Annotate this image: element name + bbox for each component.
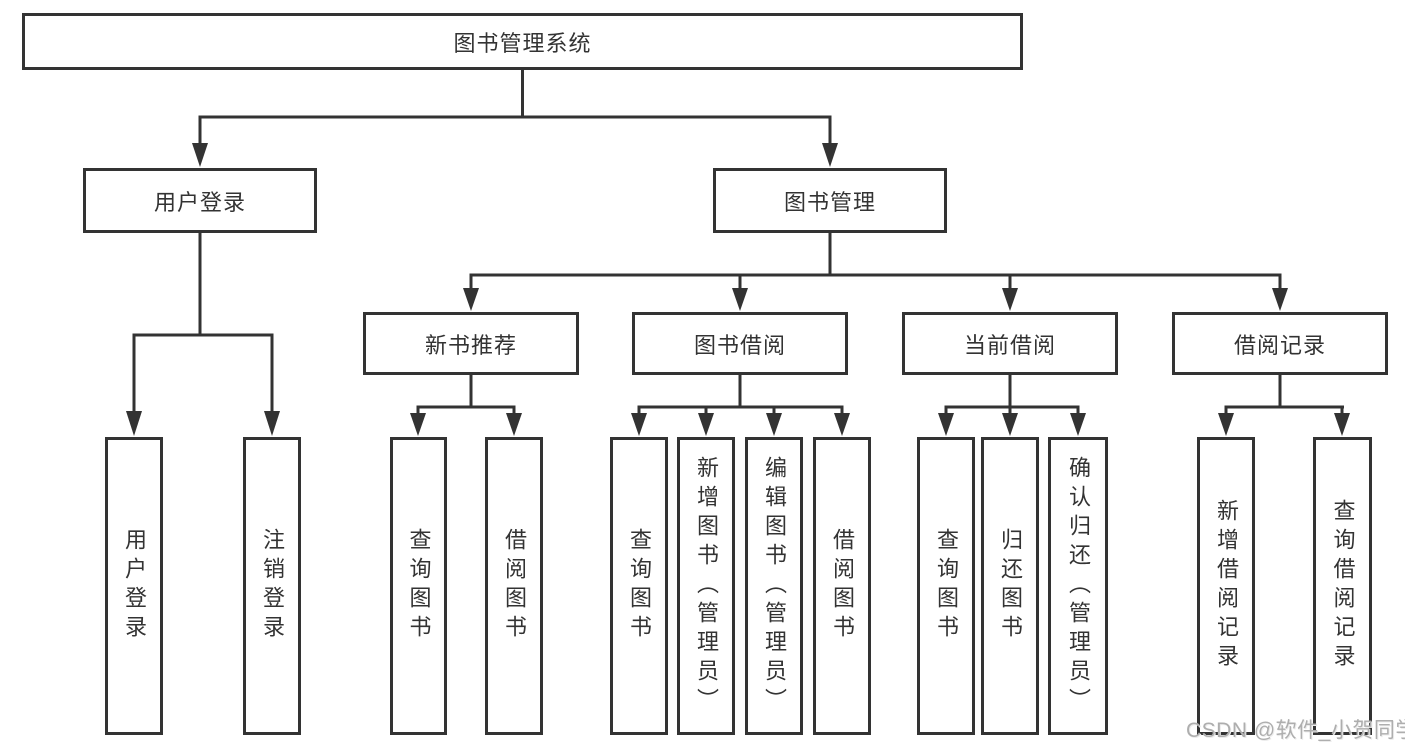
leaf-label: 借阅图书	[830, 528, 855, 644]
leaf-label: 新增借阅记录	[1214, 499, 1239, 673]
node-library-system: 图书管理系统	[22, 13, 1023, 70]
connectors-new-book-recommendation	[410, 374, 522, 436]
node-user-login: 用户登录	[83, 168, 317, 233]
leaf-label: 用户登录	[122, 528, 147, 644]
leaf-return-books: 归还图书	[981, 437, 1039, 735]
leaf-query-borrow-record: 查询借阅记录	[1313, 437, 1372, 735]
leaf-confirm-return-admin: 确认归还（管理员）	[1048, 437, 1108, 735]
node-book-borrowing: 图书借阅	[632, 312, 848, 375]
leaf-user-login: 用户登录	[105, 437, 163, 735]
leaf-label: 编辑图书（管理员）	[762, 455, 787, 717]
node-new-book-recommendation: 新书推荐	[363, 312, 579, 375]
leaf-label: 查询图书	[627, 528, 652, 644]
leaf-query-books-current: 查询图书	[917, 437, 975, 735]
leaf-label: 查询借阅记录	[1330, 499, 1356, 673]
leaf-borrow-books-recommend: 借阅图书	[485, 437, 543, 735]
leaf-add-borrow-record: 新增借阅记录	[1197, 437, 1255, 735]
connectors-book-management	[463, 232, 1288, 311]
connectors-user-login	[126, 232, 280, 436]
leaf-add-books-admin: 新增图书（管理员）	[677, 437, 735, 735]
leaf-label: 新增图书（管理员）	[694, 455, 719, 717]
leaf-label: 归还图书	[998, 528, 1023, 644]
leaf-label: 注销登录	[260, 528, 285, 644]
connectors-book-borrowing	[631, 374, 850, 436]
leaf-edit-books-admin: 编辑图书（管理员）	[745, 437, 803, 735]
leaf-label: 查询图书	[406, 528, 432, 644]
node-borrowing-records: 借阅记录	[1172, 312, 1388, 375]
node-current-borrowing: 当前借阅	[902, 312, 1118, 375]
leaf-borrow-books-borrowing: 借阅图书	[813, 437, 871, 735]
connectors-borrowing-records	[1218, 374, 1350, 436]
leaf-label: 借阅图书	[502, 528, 527, 644]
leaf-query-books-borrowing: 查询图书	[610, 437, 668, 735]
leaf-label: 查询图书	[934, 528, 959, 644]
node-book-management: 图书管理	[713, 168, 947, 233]
connectors-root	[192, 69, 838, 167]
leaf-logout: 注销登录	[243, 437, 301, 735]
connectors-current-borrowing	[938, 374, 1086, 436]
leaf-query-books-recommend: 查询图书	[390, 437, 447, 735]
leaf-label: 确认归还（管理员）	[1066, 455, 1091, 717]
watermark: CSDN @软件_小贺同学	[1186, 719, 1405, 742]
